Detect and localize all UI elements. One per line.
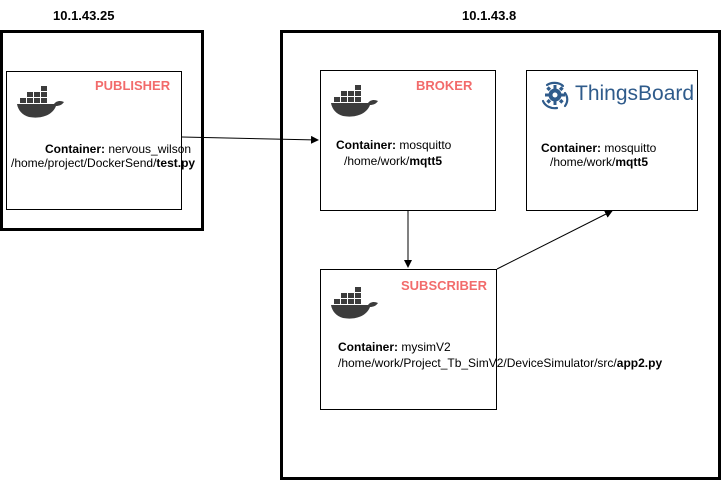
host-ip-right: 10.1.43.8 [462,8,517,23]
arrow-publisher-to-broker [181,135,319,144]
container-label: Container: [336,138,396,152]
docker-whale-icon [17,86,64,118]
broker-path-line: /home/work/mqtt5 [344,154,442,168]
thingsboard-brand-text: ThingsBoard [575,82,695,105]
container-name: mysimV2 [398,340,451,354]
container-name: nervous_wilson [105,142,192,156]
host-box-right [280,30,721,480]
subscriber-role-label: SUBSCRIBER [401,278,487,293]
docker-whale-icon [331,287,378,319]
path-file: app2.py [616,356,663,370]
path-prefix: /home/work/ [344,154,410,168]
thingsboard-path-line: /home/work/mqtt5 [550,155,648,169]
thingsboard-logo-icon [541,81,569,110]
container-label: Container: [338,340,398,354]
container-name: mosquitto [601,141,657,155]
subscriber-node[interactable]: SUBSCRIBER [320,269,497,410]
publisher-path-line: /home/project/DockerSend/test.py [11,156,195,170]
arrow-subscriber-to-thingsboard [496,210,613,270]
host-ip-left: 10.1.43.25 [53,8,115,23]
broker-node[interactable]: BROKER Container: mosquitto /home/work/m… [320,70,496,211]
container-name: mosquitto [396,138,452,152]
path-file: mqtt5 [409,154,443,168]
subscriber-container-line: Container: mysimV2 [338,340,451,354]
thingsboard-container-line: Container: mosquitto [541,141,656,155]
path-prefix: /home/project/DockerSend/ [11,156,157,170]
container-label: Container: [541,141,601,155]
broker-container-line: Container: mosquitto [336,138,451,152]
publisher-container-line: Container: nervous_wilson [45,142,191,156]
path-file: test.py [156,156,196,170]
path-prefix: /home/work/Project_Tb_SimV2/DeviceSimula… [338,356,617,370]
broker-role-label: BROKER [416,78,473,93]
path-file: mqtt5 [615,155,649,169]
publisher-role-label: PUBLISHER [95,78,171,93]
docker-whale-icon [331,85,378,117]
publisher-node[interactable]: PUBLISHER Container: nervous_wilson /hom… [6,71,195,210]
container-label: Container: [45,142,105,156]
subscriber-path-line: /home/work/Project_Tb_SimV2/DeviceSimula… [338,356,662,370]
path-prefix: /home/work/ [550,155,616,169]
host-box-left [0,30,204,231]
thingsboard-node[interactable]: ThingsBoard Container: mosquitto /home/w… [526,70,698,211]
